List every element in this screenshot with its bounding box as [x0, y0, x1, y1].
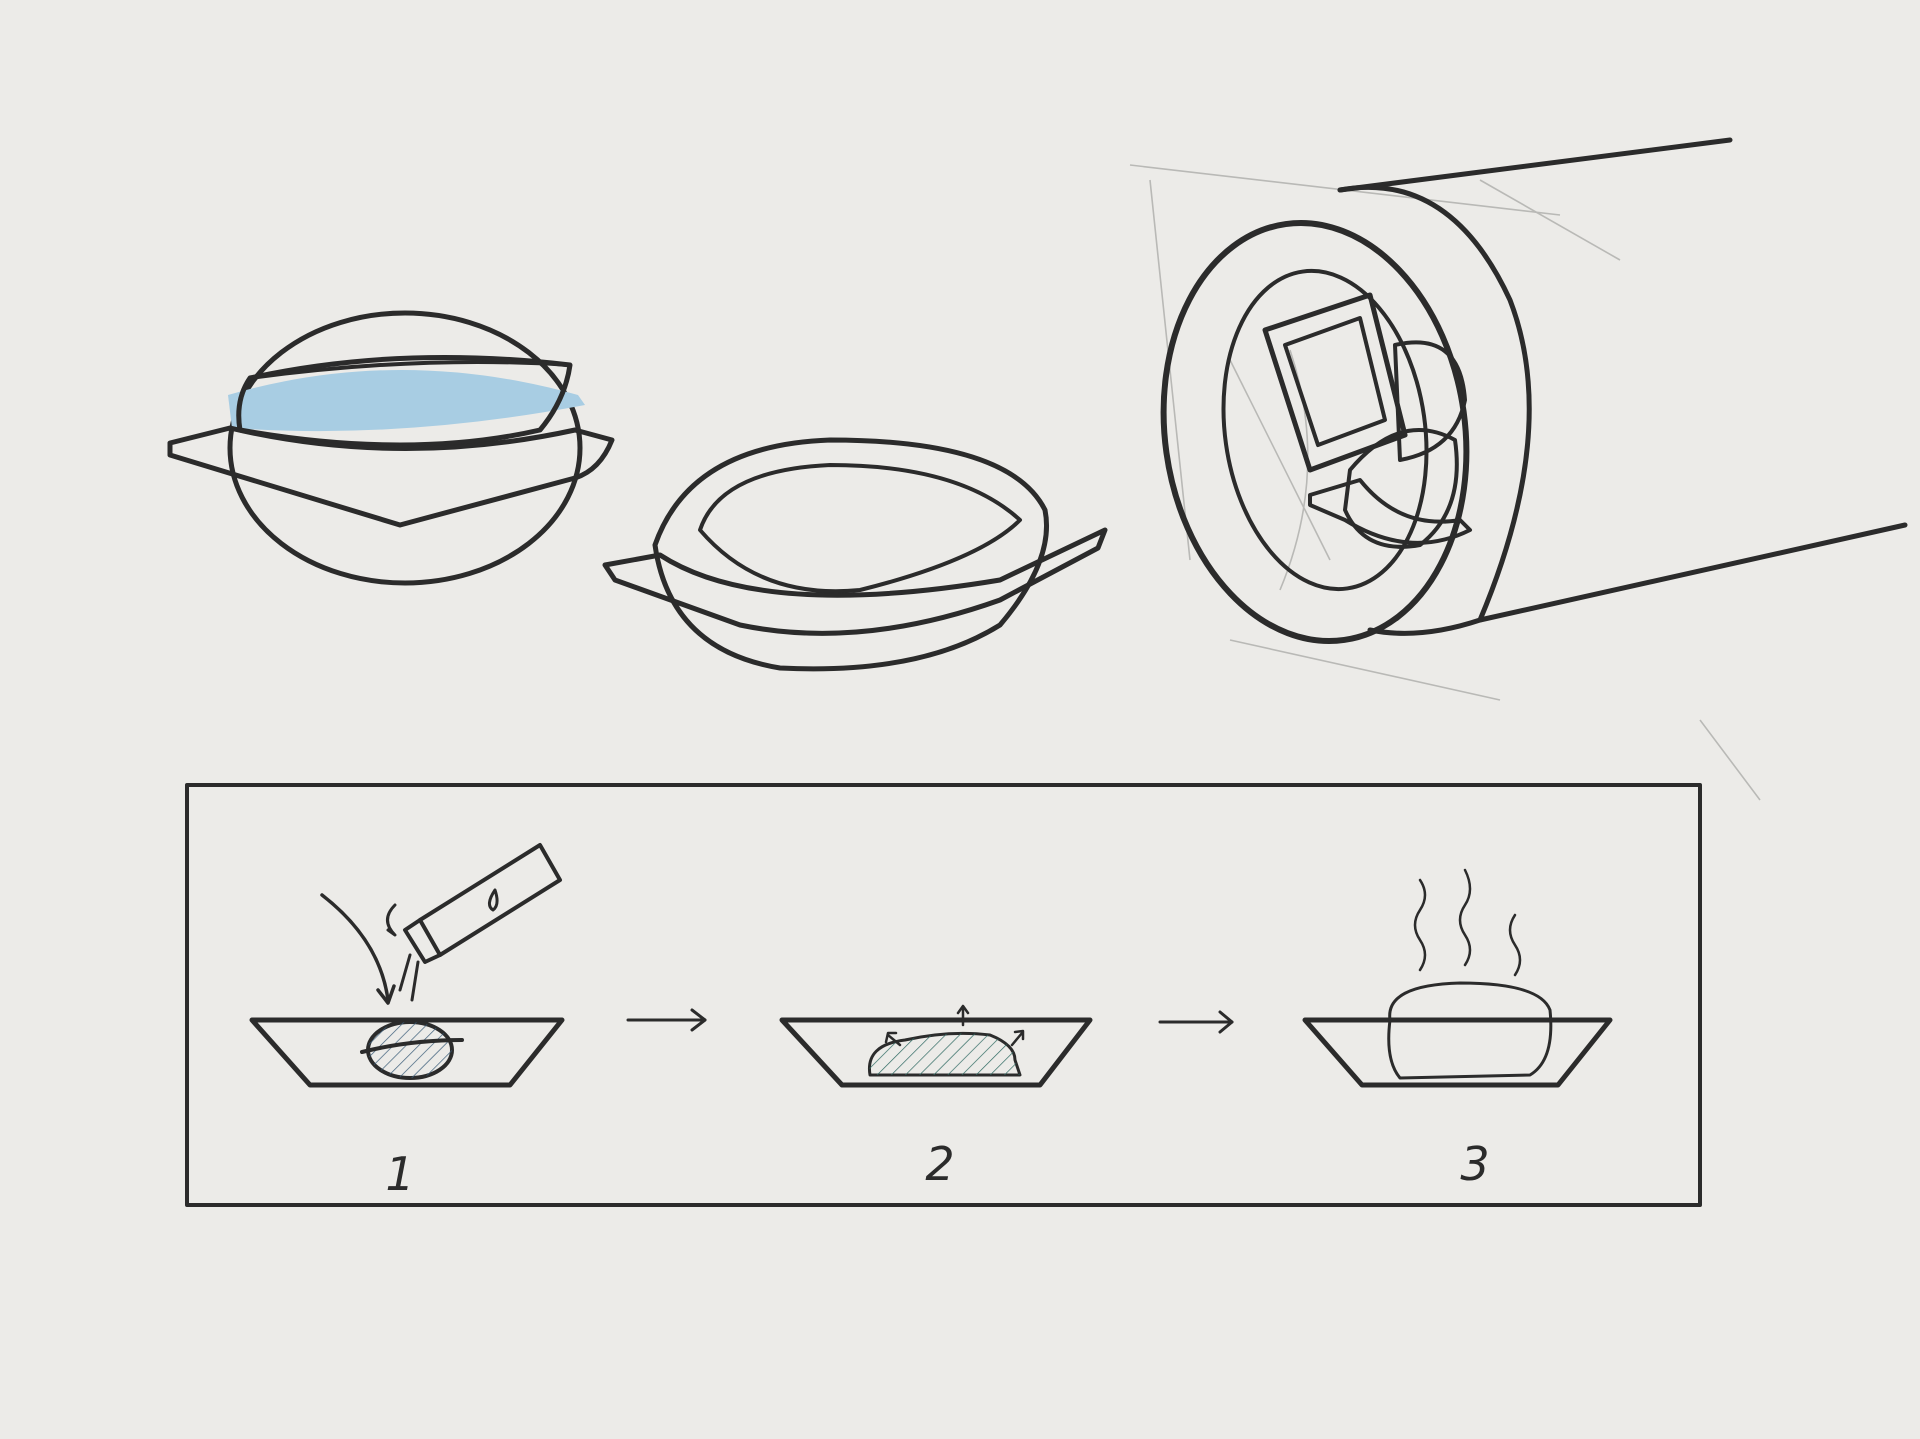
bowl-2	[779, 1017, 1093, 1088]
water-bottle-icon	[386, 843, 562, 1002]
bowl-1	[249, 1017, 565, 1088]
container-drum-with-pods	[1160, 137, 1908, 645]
steam-icon	[1413, 868, 1522, 977]
step-2-label: 2	[925, 1137, 954, 1191]
process-panel: 1 2	[185, 783, 1702, 1207]
step-1-add-pod-and-water: 1	[249, 843, 565, 1201]
arrow-right-icon	[1158, 1010, 1234, 1034]
bowl-3	[1302, 1017, 1613, 1088]
step-2-pod-dissolves: 2	[779, 1004, 1093, 1191]
detergent-pod-tilted-view	[602, 437, 1108, 672]
step-3-label: 3	[1460, 1137, 1489, 1191]
process-frame	[185, 783, 1702, 1207]
step-1-label: 1	[385, 1147, 414, 1201]
step-3-steaming-result: 3	[1302, 868, 1613, 1191]
arrow-right-icon	[626, 1008, 707, 1032]
detergent-pod-front-view	[167, 310, 615, 586]
dissolved-bar-icon	[1387, 981, 1553, 1080]
